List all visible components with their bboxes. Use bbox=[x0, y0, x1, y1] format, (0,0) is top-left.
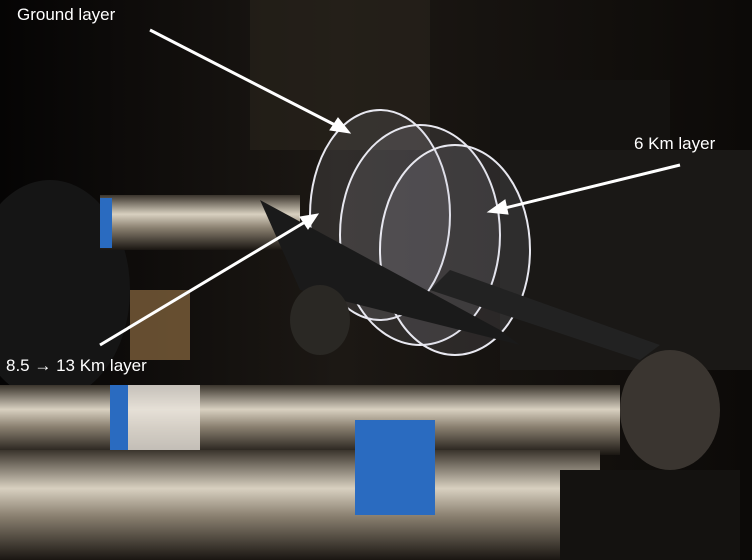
bottom-shaft bbox=[0, 450, 600, 560]
six-km-arrow bbox=[504, 163, 681, 210]
high-layer-arrow bbox=[99, 220, 306, 347]
ground-arrow bbox=[149, 28, 336, 127]
lower-shaft bbox=[0, 385, 620, 455]
ground-layer-label: Ground layer bbox=[17, 5, 116, 24]
drive-belt bbox=[260, 200, 520, 345]
six-km-layer-label: 6 Km layer bbox=[634, 134, 716, 153]
mount-block bbox=[490, 80, 670, 150]
high-layer-label: 8.5 → 13 Km layer bbox=[6, 356, 147, 375]
blue-band bbox=[355, 420, 435, 515]
left-wheel bbox=[0, 180, 130, 400]
